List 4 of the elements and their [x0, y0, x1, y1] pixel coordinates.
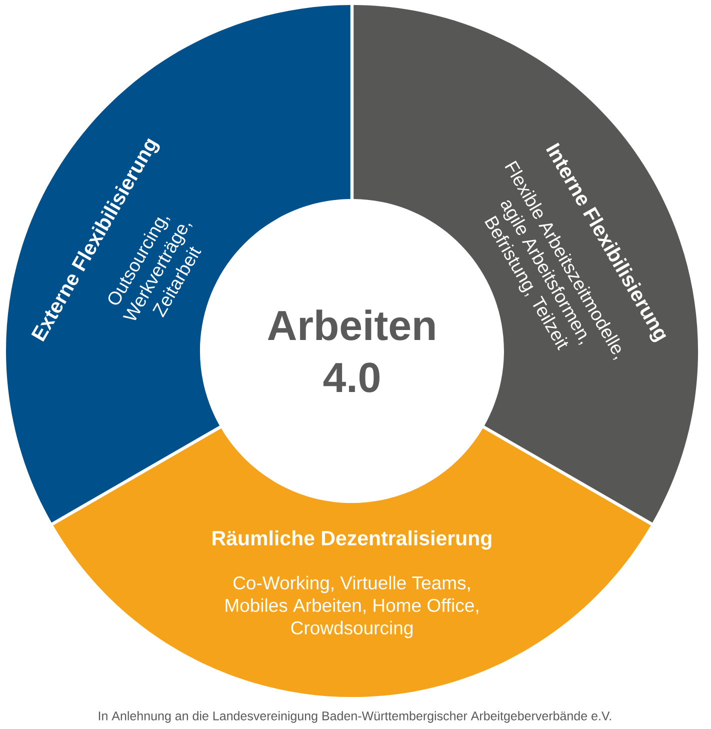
source-caption: In Anlehnung an die Landesvereinigung Baden-Württembergischer Arbeitgeberverbände e.V. [98, 711, 611, 723]
segment-text: Co-Working, Virtuelle Teams, Mobiles Arbeiten, Home Office, Crowdsourcing [226, 576, 478, 638]
center-title: Arbeiten 4.0 [268, 310, 435, 392]
segment-heading: Räumliche Dezentralisierung [212, 530, 492, 550]
